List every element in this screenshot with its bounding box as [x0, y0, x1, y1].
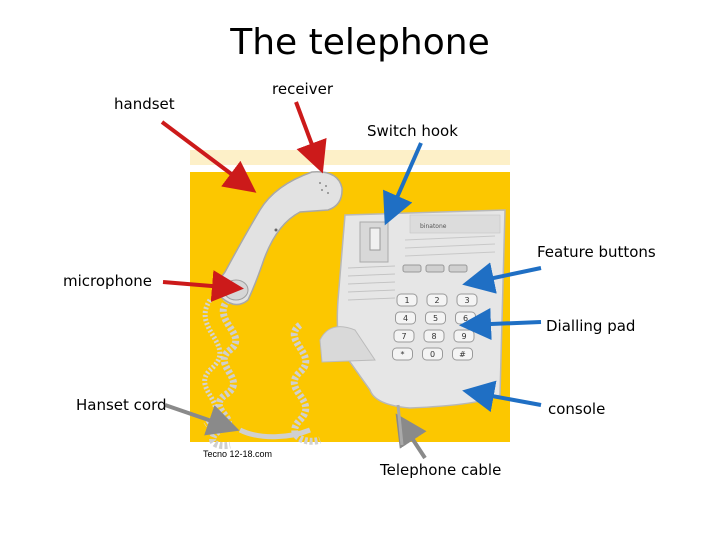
- keypad-key: 8: [424, 330, 444, 342]
- label-microphone: microphone: [63, 272, 152, 290]
- keypad-key-label: 8: [431, 332, 436, 341]
- keypad-key: 4: [396, 312, 416, 324]
- label-hanset-cord: Hanset cord: [76, 396, 167, 414]
- keypad-key: 3: [457, 294, 477, 306]
- svg-text:binatone: binatone: [420, 223, 447, 230]
- keypad-key: *: [393, 348, 413, 360]
- keypad-key: #: [453, 348, 473, 360]
- keypad-key: 0: [423, 348, 443, 360]
- credit-text: Tecno 12-18.com: [203, 449, 272, 459]
- keypad-key: 1: [397, 294, 417, 306]
- keypad-key-label: 9: [461, 332, 466, 341]
- keypad-key: 2: [427, 294, 447, 306]
- keypad-key-label: 4: [403, 314, 408, 323]
- keypad-key-label: 2: [434, 296, 439, 305]
- label-switch-hook: Switch hook: [367, 122, 458, 140]
- keypad-key: 9: [454, 330, 474, 342]
- keypad-key-label: 5: [433, 314, 438, 323]
- keypad-key-label: 6: [463, 314, 468, 323]
- keypad-key-label: 7: [401, 332, 406, 341]
- keypad-key: 7: [394, 330, 414, 342]
- keypad-key: 6: [456, 312, 476, 324]
- keypad-key-label: 1: [404, 296, 409, 305]
- label-dialling-pad: Dialling pad: [546, 317, 635, 335]
- keypad-key-label: #: [459, 350, 466, 359]
- keypad-key: 5: [426, 312, 446, 324]
- label-feature-buttons: Feature buttons: [537, 243, 656, 261]
- keypad-key-label: 0: [430, 350, 435, 359]
- keypad-key-label: 3: [464, 296, 469, 305]
- label-telephone-cable: Telephone cable: [380, 461, 501, 479]
- label-console: console: [548, 400, 605, 418]
- keypad-key-label: *: [401, 350, 405, 359]
- label-receiver: receiver: [272, 80, 333, 98]
- label-handset: handset: [114, 95, 175, 113]
